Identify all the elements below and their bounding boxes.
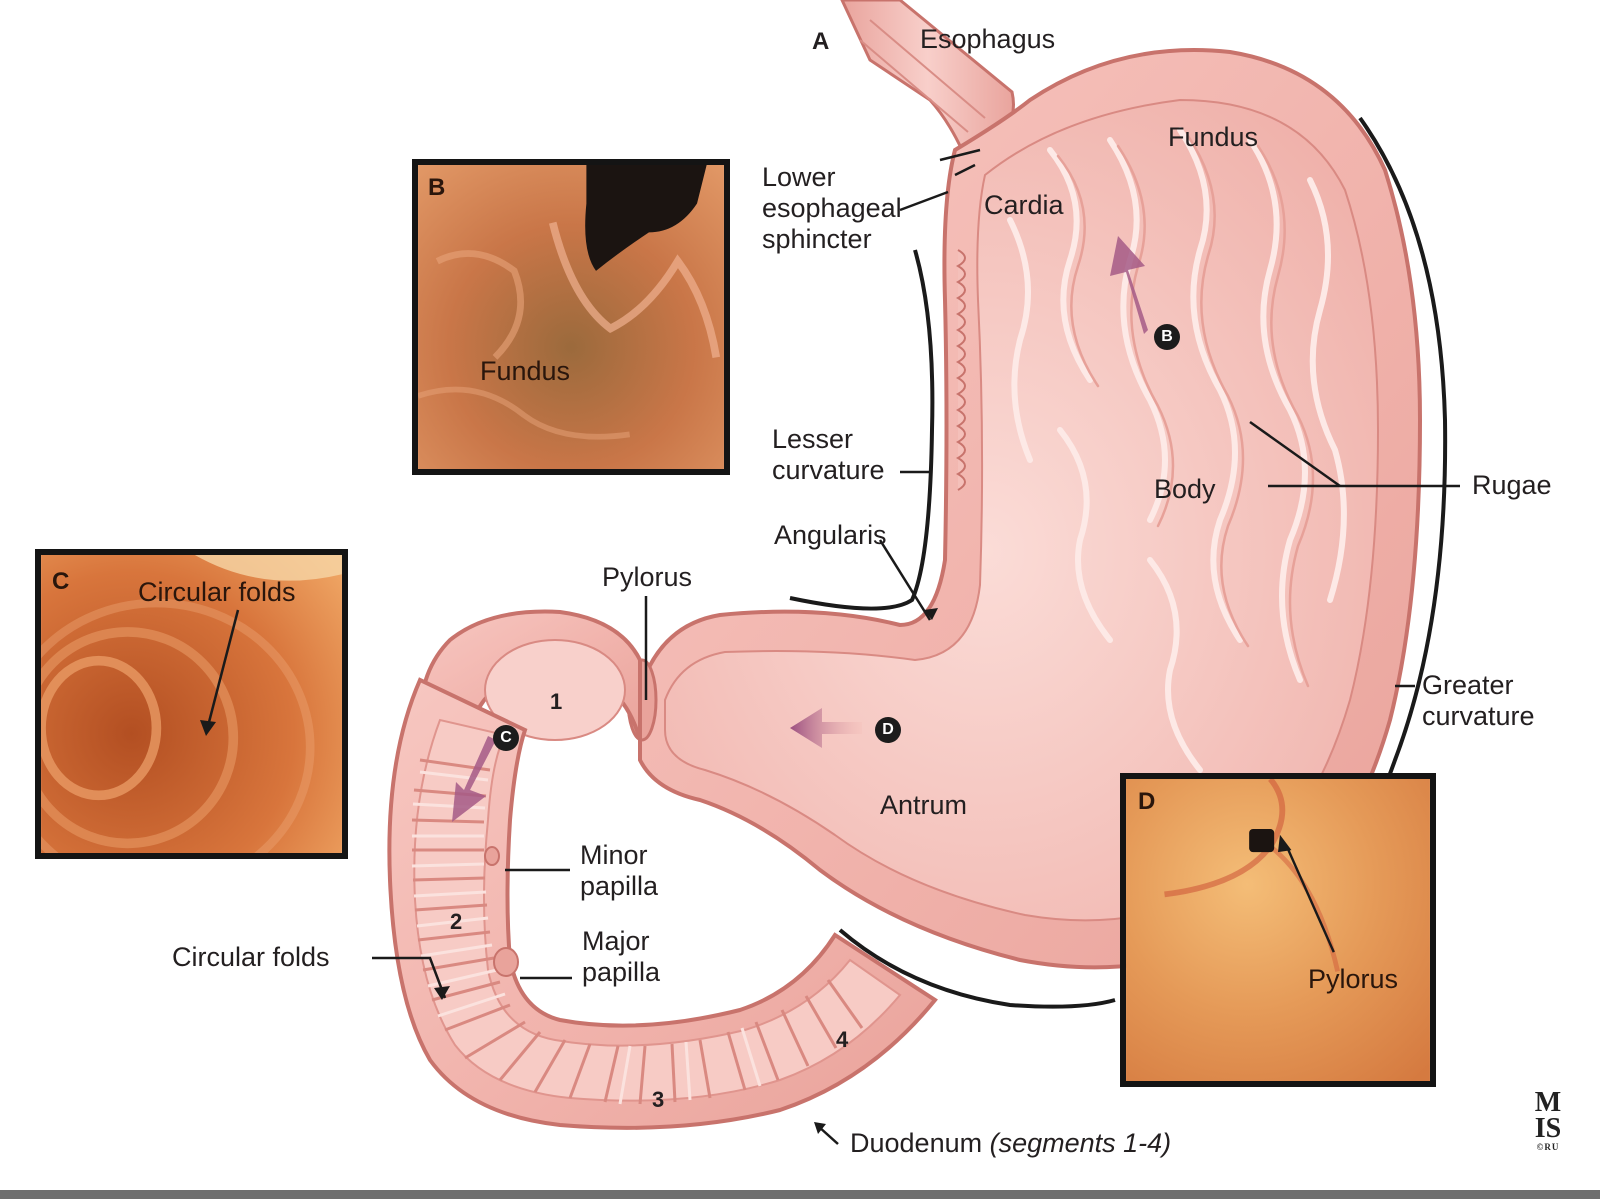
inset-photo-d	[1120, 773, 1436, 1087]
label-minor-papilla: Minor papilla	[580, 840, 659, 901]
inset-c-leader	[200, 609, 240, 736]
arrow-d	[790, 708, 862, 748]
circular-fold-highlights	[411, 770, 762, 1105]
label-lower-esophageal-sphincter: Lower esophageal sphincter	[762, 162, 902, 254]
footer-bar	[0, 1190, 1600, 1199]
label-pylorus: Pylorus	[602, 562, 693, 592]
badge-c: C	[493, 725, 519, 751]
leader-lines	[372, 148, 1460, 1145]
inset-photo-b	[412, 159, 730, 475]
badge-b: B	[1154, 324, 1180, 350]
circular-folds-endoscopy-photo	[41, 555, 342, 853]
esophagus-fold-line	[859, 19, 986, 133]
fundus-endoscopy-photo	[418, 165, 724, 469]
label-lesser-curvature: Lesser curvature	[772, 424, 885, 485]
label-duodenum-segments: (segments 1-4)	[989, 1128, 1172, 1158]
inset-d-letter: D	[1138, 788, 1156, 815]
circular-fold-ridges	[411, 758, 864, 1105]
major-papilla-bump	[493, 947, 519, 977]
label-body: Body	[1154, 474, 1216, 504]
rugae-shadows	[1056, 134, 1315, 688]
label-angularis: Angularis	[774, 520, 887, 550]
label-major-papilla: Major papilla	[582, 926, 661, 987]
inset-photo-c	[35, 549, 348, 859]
label-rugae: Rugae	[1472, 470, 1552, 500]
duodenum-arrowhead	[814, 1122, 826, 1134]
label-duodenum-name: Duodenum	[850, 1128, 983, 1158]
label-esophagus: Esophagus	[920, 24, 1056, 54]
label-greater-curvature: Greater curvature	[1422, 670, 1535, 731]
inset-b-caption: Fundus	[480, 356, 571, 386]
label-circular-folds: Circular folds	[172, 942, 330, 972]
stomach-lumen	[664, 98, 1380, 922]
bulb-lumen	[484, 639, 626, 741]
segment-3: 3	[652, 1087, 665, 1112]
label-antrum: Antrum	[880, 790, 968, 820]
badge-d: D	[875, 717, 901, 743]
publisher-logo: M IS ©RU	[1518, 1087, 1578, 1160]
circular-folds-arrowhead	[434, 986, 450, 1000]
inset-c-letter: C	[52, 568, 70, 595]
lesser-curvature-line	[789, 249, 935, 611]
angularis-arrowhead	[924, 608, 938, 620]
pylorus-endoscopy-photo	[1126, 779, 1430, 1081]
arrow-c	[452, 736, 496, 822]
logo-mark: M IS	[1534, 1087, 1562, 1144]
lesser-curvature-wall	[955, 249, 966, 491]
segment-4: 4	[836, 1027, 849, 1052]
lower-curvature-line	[838, 928, 1116, 1009]
label-cardia: Cardia	[984, 190, 1064, 220]
inset-c-caption: Circular folds	[138, 577, 296, 607]
logo-sub: ©RU	[1536, 1142, 1560, 1152]
inset-d-caption: Pylorus	[1308, 964, 1399, 994]
minor-papilla-bump	[484, 846, 500, 866]
label-duodenum: Duodenum (segments 1-4)	[850, 1128, 1171, 1159]
label-fundus: Fundus	[1168, 122, 1259, 152]
segment-2: 2	[450, 909, 463, 934]
arrow-b	[1110, 236, 1148, 334]
rugae-folds	[1007, 127, 1347, 773]
inset-b-letter: B	[428, 174, 446, 201]
segment-1: 1	[550, 689, 563, 714]
figure-letter-a: A	[812, 28, 830, 55]
